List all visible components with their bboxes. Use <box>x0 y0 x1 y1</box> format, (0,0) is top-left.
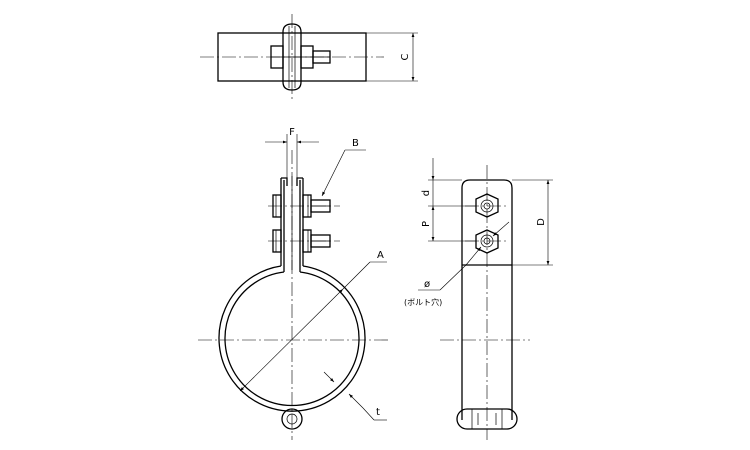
dim-B-label: B <box>352 138 359 149</box>
dim-t-label: t <box>376 407 380 418</box>
dim-D-label: D <box>536 218 547 226</box>
dim-A-label: A <box>377 250 384 261</box>
dim-phi-label: ø <box>424 279 430 290</box>
dim-d-label: d <box>421 190 432 196</box>
bolt-hole-note: (ボルト穴) <box>404 297 442 307</box>
dim-P-label: P <box>421 221 432 227</box>
dim-F-label: F <box>289 127 295 138</box>
top-view: C <box>200 14 418 100</box>
dim-C-label: C <box>400 53 411 60</box>
side-view: d P D ø (ボルト穴) <box>404 158 553 440</box>
front-view-ring <box>218 265 366 412</box>
front-view: F B A t <box>198 127 388 440</box>
side-view-band <box>461 179 513 420</box>
